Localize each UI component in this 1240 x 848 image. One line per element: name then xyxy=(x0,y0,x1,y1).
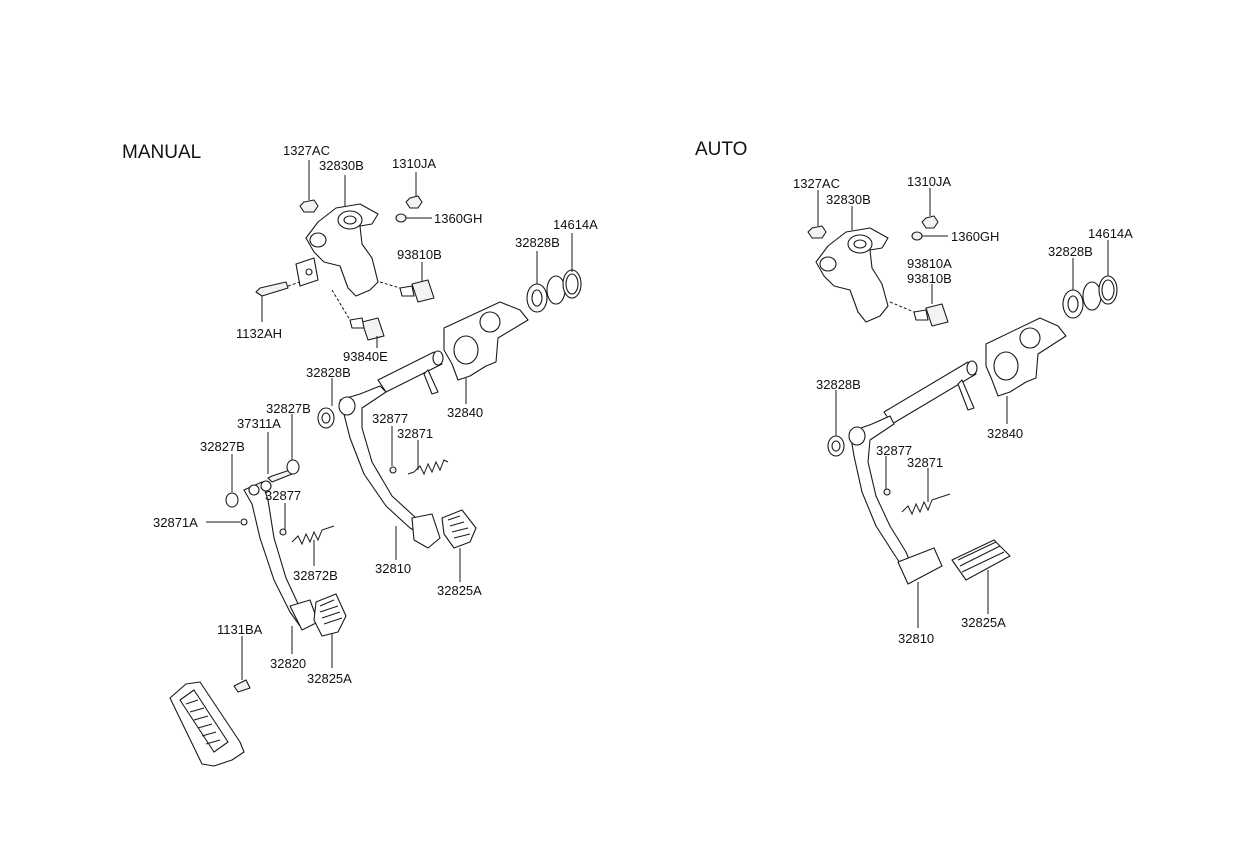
auto-nut-1327AC xyxy=(807,225,827,239)
label-93810B: 93810B xyxy=(907,271,952,286)
label-32810: 32810 xyxy=(898,631,934,646)
manual-member-32840 xyxy=(443,301,529,381)
label-32828B-left: 32828B xyxy=(816,377,861,392)
label-32820: 32820 xyxy=(270,656,306,671)
label-14614A: 14614A xyxy=(553,217,598,232)
auto-spring-32871 xyxy=(901,493,951,516)
manual-bushing-32827B-left xyxy=(225,492,239,508)
manual-bushing-32828B-top xyxy=(526,283,548,313)
manual-section: MANUAL xyxy=(122,142,598,767)
label-1327AC: 1327AC xyxy=(283,143,330,158)
manual-switch-93840E xyxy=(331,289,385,341)
label-37311A: 37311A xyxy=(237,416,281,431)
manual-stopper-32877-left xyxy=(279,528,287,536)
manual-upper-bracket xyxy=(295,203,379,297)
label-32830B: 32830B xyxy=(319,158,364,173)
label-32840: 32840 xyxy=(987,426,1023,441)
label-93810A: 93810A xyxy=(907,256,952,271)
label-32877-left: 32877 xyxy=(265,488,301,503)
manual-spring-32872B xyxy=(291,525,335,546)
manual-nut-1327AC xyxy=(299,199,319,213)
manual-title: MANUAL xyxy=(122,142,201,163)
label-32877: 32877 xyxy=(876,443,912,458)
manual-leaders xyxy=(206,160,573,680)
label-32877-right: 32877 xyxy=(372,411,408,426)
label-14614A: 14614A xyxy=(1088,226,1133,241)
auto-switch-93810 xyxy=(889,301,949,327)
manual-clutch-pedal-32820 xyxy=(243,480,319,631)
label-32827B-left: 32827B xyxy=(200,439,245,454)
auto-upper-bracket xyxy=(815,227,889,323)
label-32810: 32810 xyxy=(375,561,411,576)
label-32840: 32840 xyxy=(447,405,483,420)
label-32871: 32871 xyxy=(907,455,943,470)
auto-title: AUTO xyxy=(695,139,747,160)
label-32828B-top: 32828B xyxy=(1048,244,1093,259)
label-1360GH: 1360GH xyxy=(951,229,999,244)
manual-brake-pedal-32810 xyxy=(338,385,441,549)
label-32830B: 32830B xyxy=(826,192,871,207)
label-93810B: 93810B xyxy=(397,247,442,262)
label-1327AC: 1327AC xyxy=(793,176,840,191)
manual-bushing-32828B-mid xyxy=(317,407,335,429)
manual-bushing-32827B-upper xyxy=(286,459,300,475)
label-1131BA: 1131BA xyxy=(217,622,263,637)
label-32825A-left: 32825A xyxy=(307,671,352,686)
auto-ring-14614A xyxy=(1082,275,1118,311)
manual-pad-32825A-right xyxy=(441,509,477,549)
label-32872B: 32872B xyxy=(293,568,338,583)
label-1132AH: 1132AH xyxy=(236,326,282,341)
label-32828B-mid: 32828B xyxy=(306,365,351,380)
auto-bushing-32828B-left xyxy=(827,435,845,457)
manual-switch-93810B xyxy=(379,279,435,303)
auto-nut-1310JA xyxy=(921,215,939,229)
manual-pedal-shaft xyxy=(377,350,444,395)
manual-accelerator-pedal xyxy=(169,681,245,767)
auto-leaders xyxy=(817,188,1109,628)
auto-section: AUTO xyxy=(695,139,1133,646)
label-32871A: 32871A xyxy=(153,515,198,530)
manual-spring-32871 xyxy=(407,459,449,476)
label-32825A-right: 32825A xyxy=(437,583,482,598)
manual-nut-1310JA xyxy=(405,195,423,209)
label-93840E: 93840E xyxy=(343,349,388,364)
label-1360GH: 1360GH xyxy=(434,211,482,226)
auto-bushing-32828B-top xyxy=(1062,289,1084,319)
label-1310JA: 1310JA xyxy=(907,174,951,189)
manual-stopper-32877-right xyxy=(389,466,397,474)
auto-member-32840 xyxy=(985,317,1067,397)
manual-bolt-1132AH xyxy=(255,281,301,297)
auto-stopper-32877 xyxy=(883,488,891,496)
manual-pad-32825A-left xyxy=(313,593,347,637)
label-32828B-top: 32828B xyxy=(515,235,560,250)
auto-pad-32825A xyxy=(951,539,1011,581)
manual-ring-14614A xyxy=(546,269,582,305)
label-32827B-upper: 32827B xyxy=(266,401,311,416)
auto-labels: 1327AC 32830B 1310JA 1360GH 14614A 32828… xyxy=(793,174,1133,646)
manual-nut-32871A xyxy=(240,518,248,526)
manual-labels: 1327AC 32830B 1310JA 1360GH 14614A 32828… xyxy=(153,143,598,686)
label-1310JA: 1310JA xyxy=(392,156,436,171)
manual-washer-1360GH xyxy=(395,213,407,223)
label-32825A: 32825A xyxy=(961,615,1006,630)
label-32871: 32871 xyxy=(397,426,433,441)
auto-pedal-shaft xyxy=(883,360,978,425)
auto-brake-pedal-32810 xyxy=(848,415,943,585)
auto-washer-1360GH xyxy=(911,231,923,241)
manual-bolt-1131BA xyxy=(233,679,251,693)
